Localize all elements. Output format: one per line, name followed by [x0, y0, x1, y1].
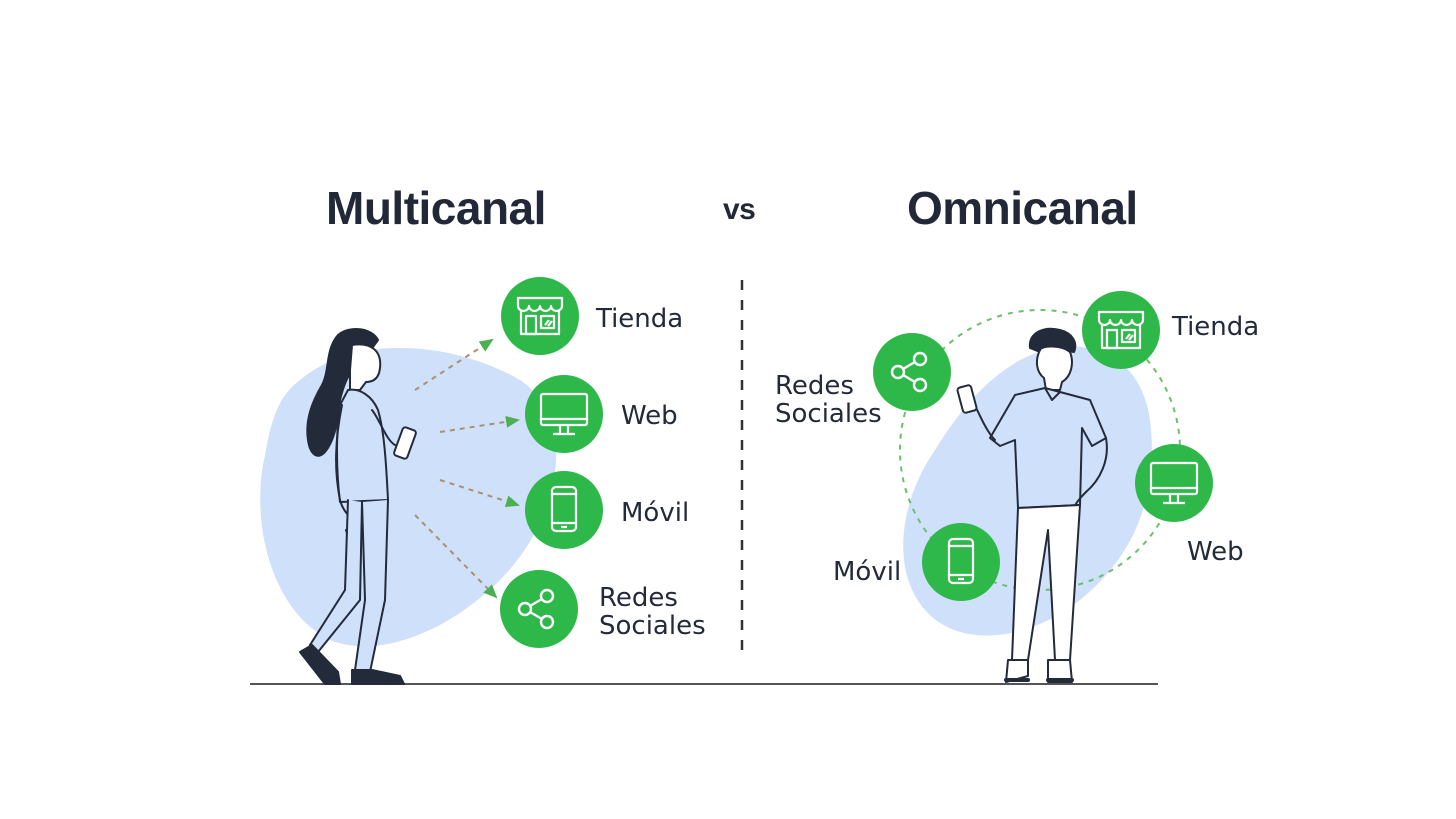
label-movil-left: Móvil [621, 499, 689, 527]
monitor-icon [1134, 443, 1214, 527]
label-redes-left: Redes [599, 584, 678, 612]
store-icon [1081, 290, 1161, 374]
label-sociales-left: Sociales [599, 612, 706, 640]
share-icon [872, 332, 952, 416]
label-tienda-left: Tienda [596, 305, 683, 333]
label-web-left: Web [621, 402, 678, 430]
smartphone-icon [524, 470, 604, 554]
monitor-icon [524, 374, 604, 458]
share-icon [499, 569, 579, 653]
smartphone-icon [921, 522, 1001, 606]
store-icon [500, 276, 580, 360]
label-movil-right: Móvil [833, 558, 901, 586]
label-tienda-right: Tienda [1172, 313, 1259, 341]
title-vs: vs [723, 193, 755, 227]
label-redes-right: Redes [775, 372, 854, 400]
label-sociales-right: Sociales [775, 400, 882, 428]
title-omnicanal: Omnicanal [907, 181, 1138, 235]
label-web-right: Web [1187, 538, 1244, 566]
title-multicanal: Multicanal [326, 181, 546, 235]
